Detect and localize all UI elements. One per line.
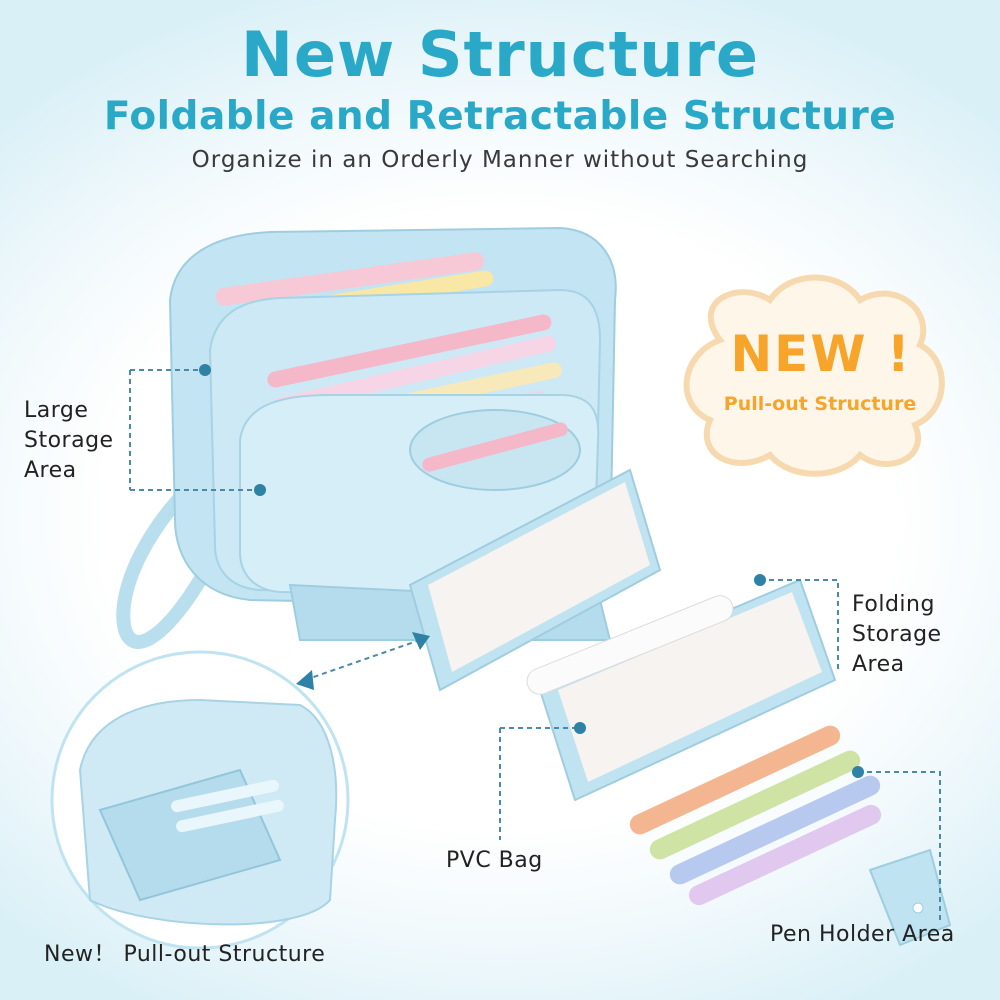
- page-title: New Structure: [241, 18, 759, 91]
- new-badge-cloud: [683, 274, 945, 477]
- pen-holder-leader: [858, 771, 941, 920]
- white-pen: [526, 595, 734, 695]
- callout-dot: [852, 766, 864, 778]
- large-storage-leader: [129, 369, 260, 491]
- callout-dot: [754, 574, 766, 586]
- label-line: Area: [852, 652, 905, 677]
- inset-connector: [304, 639, 421, 681]
- callout-dot: [574, 722, 586, 734]
- connector-arrows: [296, 632, 430, 690]
- large-storage-label: Large Storage Area: [24, 396, 114, 486]
- page-subtitle: Foldable and Retractable Structure: [103, 94, 897, 139]
- arrow-head-left: [296, 670, 314, 690]
- label-line: Storage: [24, 428, 114, 453]
- inset-caption: New！ Pull-out Structure: [44, 942, 326, 967]
- new-badge-caption: Pull-out Structure: [723, 393, 917, 415]
- folding-organizer: [408, 468, 952, 947]
- label-line: Storage: [852, 622, 942, 647]
- callout-dots: [199, 364, 864, 778]
- callout-dot: [199, 364, 211, 376]
- inset-detail: [50, 650, 350, 950]
- pvc-bag-label: PVC Bag: [446, 848, 543, 873]
- folding-storage-leader: [760, 579, 839, 670]
- pvc-bag-leader: [499, 727, 580, 840]
- callout-dot: [254, 484, 266, 496]
- new-badge-headline: NEW !: [730, 325, 912, 383]
- pen-holder-pens: [629, 725, 882, 906]
- arrow-head-right: [412, 632, 430, 650]
- cloud-shape: [683, 274, 945, 477]
- wrist-strap: [116, 463, 215, 649]
- page-tagline: Organize in an Orderly Manner without Se…: [191, 147, 809, 173]
- pen-holder-label: Pen Holder Area: [770, 922, 955, 947]
- folding-storage-label: Folding Storage Area: [852, 590, 942, 680]
- label-line: Area: [24, 458, 77, 483]
- callout-lines: [129, 369, 941, 920]
- label-line: Folding: [852, 592, 935, 617]
- label-line: Large: [24, 398, 89, 423]
- organizer-strap: [868, 848, 952, 947]
